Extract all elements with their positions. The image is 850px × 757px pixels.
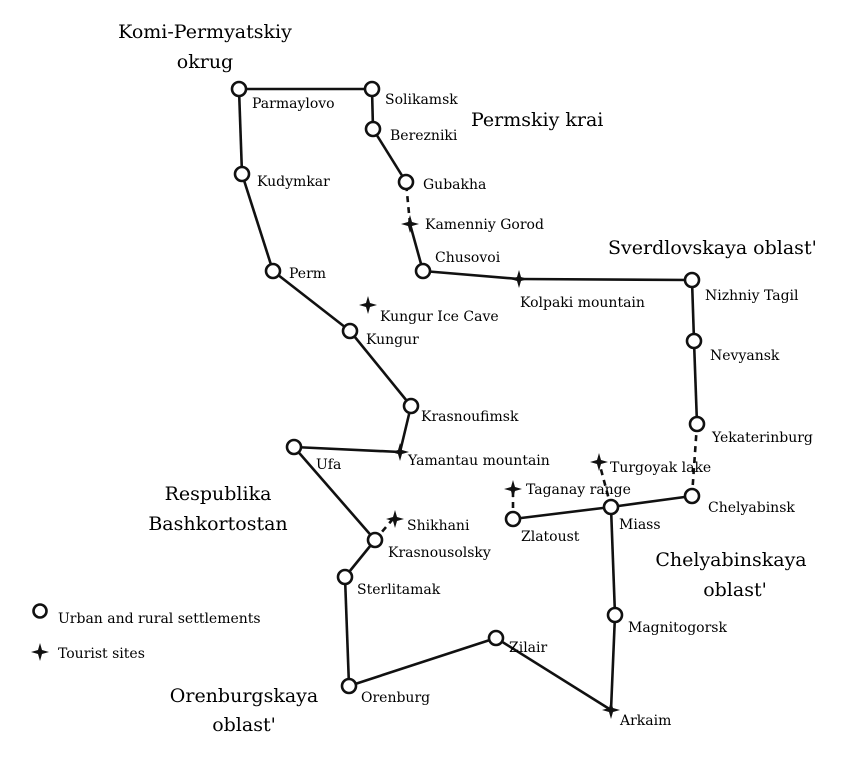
place-label-kungur-ice-cave: Kungur Ice Cave (380, 309, 499, 325)
place-label-parmaylovo: Parmaylovo (252, 96, 335, 112)
town-marker-gubakha (397, 173, 415, 191)
town-marker-magnitogorsk (606, 606, 624, 624)
route-yekaterinburg-nevyansk (692, 340, 699, 425)
place-label-kamenniy-gorod: Kamenniy Gorod (425, 217, 544, 233)
town-marker-perm (264, 262, 282, 280)
region-labels: Komi-Permyatskiy okrug Permskiy krai Sve… (118, 21, 817, 736)
place-label-perm: Perm (289, 266, 326, 282)
region-label-chelyabinsk-line2: oblast' (703, 579, 767, 601)
town-marker-ufa (285, 438, 303, 456)
town-marker-solikamsk (363, 80, 381, 98)
place-label-miass: Miass (619, 517, 661, 533)
tourist-site-icon-turgoyak (590, 453, 608, 471)
route-arkaim-magnitogorsk (609, 614, 617, 711)
legend-settlements-label: Urban and rural settlements (58, 611, 261, 627)
route-ufa-yamantau (293, 445, 401, 454)
place-label-nizhniy-tagil: Nizhniy Tagil (705, 288, 799, 304)
town-marker-krasnoufimsk (402, 397, 420, 415)
town-marker-chusovoi (414, 262, 432, 280)
settlements (230, 80, 706, 695)
place-label-krasnousolsky: Krasnousolsky (388, 545, 491, 561)
place-label-ufa: Ufa (316, 457, 341, 473)
route-nevyansk-nizhniy-tagil (690, 279, 696, 342)
town-marker-kungur (341, 322, 359, 340)
place-label-krasnoufimsk: Krasnoufimsk (421, 409, 519, 425)
region-label-bashkortostan-line2: Bashkortostan (148, 513, 287, 535)
place-label-kungur: Kungur (366, 332, 419, 348)
place-label-solikamsk: Solikamsk (385, 92, 458, 108)
tourist-site-icon-kolpaki (510, 270, 528, 288)
region-label-sverdlovsk: Sverdlovskaya oblast' (608, 237, 817, 259)
route-magnitogorsk-miass (609, 506, 617, 616)
region-label-komi-line1: Komi-Permyatskiy (118, 21, 292, 43)
town-marker-nizhniy-tagil (683, 271, 701, 289)
place-label-taganay-range: Taganay range (526, 482, 631, 498)
place-label-turgoyak-lake: Turgoyak lake (610, 460, 711, 476)
route-miass-turgoyak (597, 461, 613, 508)
route-nizhniy-tagil-kolpaki (518, 277, 693, 282)
place-label-zlatoust: Zlatoust (521, 529, 580, 545)
route-kolpaki-chusovoi (422, 269, 520, 281)
region-label-perm: Permskiy krai (471, 109, 603, 131)
route-kungur-krasnoufimsk (348, 330, 413, 407)
place-label-chelyabinsk: Chelyabinsk (708, 500, 795, 516)
place-label-berezniki: Berezniki (390, 128, 458, 144)
town-marker-yekaterinburg (688, 415, 706, 433)
town-marker-berezniki (364, 120, 382, 138)
place-label-shikhani: Shikhani (407, 518, 470, 534)
route-zlatoust-miass (512, 505, 612, 521)
place-label-yamantau-mountain: Yamantau mountain (407, 453, 550, 469)
town-marker-zilair (487, 629, 505, 647)
legend-tourist-sites-label: Tourist sites (58, 646, 145, 662)
town-marker-chelyabinsk (683, 487, 701, 505)
place-label-orenburg: Orenburg (361, 690, 430, 706)
tourist-site-icon-kungur-ice-cave (359, 296, 377, 314)
legend-tourist-site-icon (31, 643, 49, 661)
tourist-site-icon-arkaim (602, 701, 620, 719)
route-gubakha-berezniki (371, 128, 408, 183)
place-label-nevyansk: Nevyansk (710, 348, 780, 364)
place-label-sterlitamak: Sterlitamak (357, 582, 441, 598)
town-marker-orenburg (340, 677, 358, 695)
tourist-site-icon-taganay (504, 480, 522, 498)
place-labels: Parmaylovo Solikamsk Berezniki Kudymkar … (252, 92, 813, 729)
route-zilair-arkaim (495, 636, 612, 712)
route-sterlitamak-orenburg (343, 576, 351, 687)
region-label-bashkortostan-line1: Respublika (165, 483, 272, 505)
region-label-komi-line2: okrug (177, 51, 233, 73)
town-marker-miass (602, 498, 620, 516)
route-parmaylovo-kudymkar (237, 88, 244, 175)
route-kudymkar-perm (240, 173, 275, 272)
place-label-kudymkar: Kudymkar (257, 174, 330, 190)
place-label-magnitogorsk: Magnitogorsk (628, 620, 727, 636)
tourist-site-icon-kamenniy-gorod (401, 215, 419, 233)
town-marker-zlatoust (504, 510, 522, 528)
legend: Urban and rural settlements Tourist site… (31, 603, 261, 662)
region-label-orenburg-line2: oblast' (212, 714, 276, 736)
tourist-site-icon-yamantau (391, 443, 409, 461)
legend-settlement-icon (32, 603, 48, 619)
route-chelyabinsk-yekaterinburg (690, 423, 699, 497)
route-orenburg-zilair (348, 636, 497, 688)
town-marker-kudymkar (233, 165, 251, 183)
region-label-orenburg-line1: Orenburgskaya (170, 685, 318, 707)
route-miass-chelyabinsk (610, 494, 693, 509)
place-label-kolpaki-mountain: Kolpaki mountain (520, 295, 645, 311)
town-marker-krasnousolsky (366, 531, 384, 549)
town-marker-nevyansk (685, 332, 703, 350)
place-label-chusovoi: Chusovoi (435, 250, 501, 266)
place-label-yekaterinburg: Yekaterinburg (711, 430, 813, 446)
region-label-chelyabinsk-line1: Chelyabinskaya (655, 549, 806, 571)
tourist-sites (359, 215, 620, 719)
town-marker-parmaylovo (230, 80, 248, 98)
route-perm-kungur (272, 269, 351, 333)
town-marker-sterlitamak (336, 568, 354, 586)
place-label-arkaim: Arkaim (619, 713, 671, 729)
tourist-site-icon-shikhani (386, 510, 404, 528)
place-label-zilair: Zilair (509, 640, 548, 656)
place-label-gubakha: Gubakha (423, 177, 486, 193)
route-ufa-krasnousolsky (293, 446, 376, 541)
